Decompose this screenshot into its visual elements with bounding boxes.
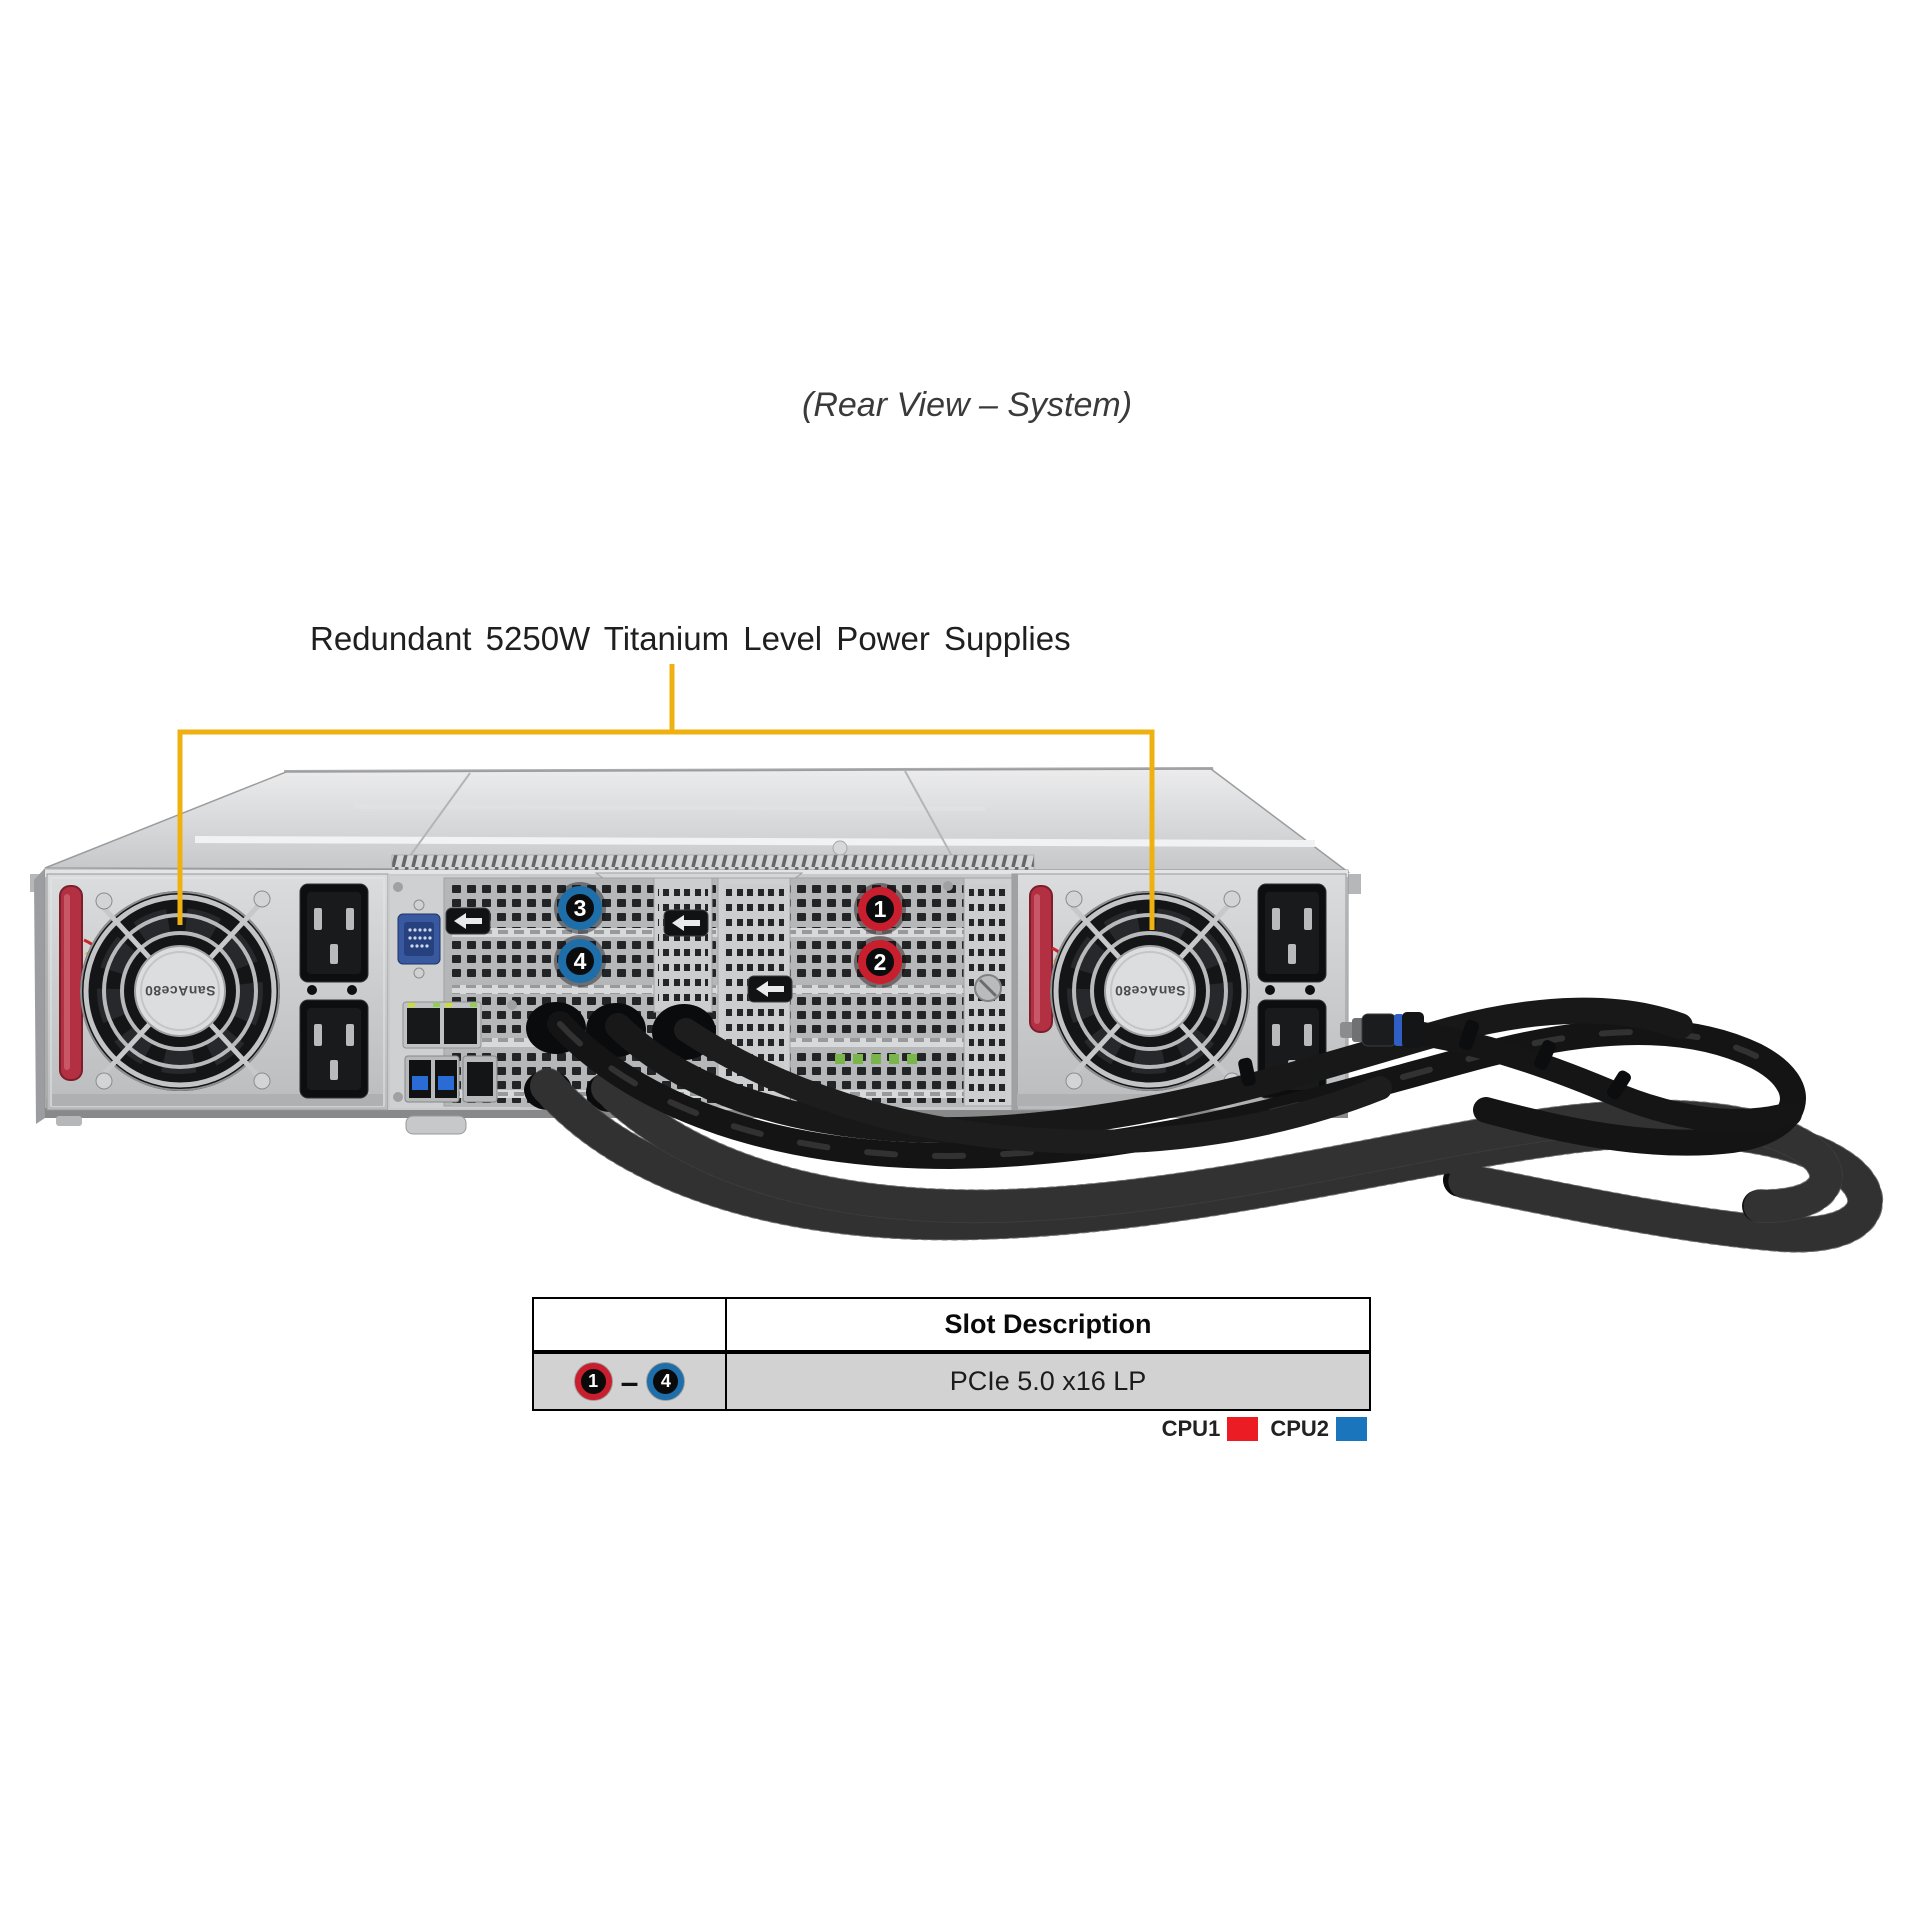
slot-description-value: PCIe 5.0 x16 LP xyxy=(949,1366,1147,1396)
screw xyxy=(1065,890,1083,908)
table-header-row: Slot Description xyxy=(534,1299,1369,1354)
screw xyxy=(95,1072,113,1090)
chassis-foot xyxy=(405,1115,467,1135)
usb-ports xyxy=(404,1055,460,1103)
screw xyxy=(253,1072,271,1090)
psu-ac-inlet-top xyxy=(1257,883,1327,983)
slot-range-cell: 1 – 4 xyxy=(534,1354,727,1409)
psu-fan: SanAce80 xyxy=(1050,890,1250,1091)
slot-range-end-badge: 4 xyxy=(647,1363,685,1400)
connector-blue-ring xyxy=(1394,1014,1404,1046)
left-arrow-icon xyxy=(454,913,482,929)
table-data-row: 1 – 4 PCIe 5.0 x16 LP xyxy=(534,1354,1369,1409)
psu-ac-inlet-top xyxy=(299,883,369,983)
screw xyxy=(253,890,271,908)
cable-connector xyxy=(1340,1012,1424,1048)
fan-hub-label: SanAce80 xyxy=(145,983,216,999)
slot-marker-3: 3 xyxy=(554,882,606,934)
slot-range-start-badge: 1 xyxy=(574,1363,612,1400)
slot-latch xyxy=(445,907,491,935)
legend-item-cpu2: CPU2 xyxy=(1270,1416,1367,1442)
status-leds xyxy=(835,1054,917,1064)
screw xyxy=(95,892,113,910)
fan-hub-label: SanAce80 xyxy=(1115,983,1186,999)
top-face-button xyxy=(832,840,848,856)
legend-label-cpu2: CPU2 xyxy=(1270,1416,1329,1441)
psu-release-lever xyxy=(1029,885,1053,1033)
top-face-ridge-2 xyxy=(355,804,985,811)
legend-item-cpu1: CPU1 xyxy=(1162,1416,1259,1442)
table-header-empty-cell xyxy=(534,1299,727,1350)
cable-clips xyxy=(1238,1019,1631,1100)
legend-swatch-cpu1 xyxy=(1227,1417,1259,1441)
slot-description-table: Slot Description 1 – 4 PCIe 5.0 x16 LP xyxy=(532,1297,1371,1411)
chassis-left-side xyxy=(34,868,45,1124)
slot-latch xyxy=(663,909,709,937)
psu-release-lever xyxy=(59,885,83,1081)
svg-text:3: 3 xyxy=(574,895,587,921)
psu-ac-inlet-bottom xyxy=(299,999,369,1099)
svg-text:1: 1 xyxy=(874,896,887,922)
chassis-right-tab xyxy=(1346,874,1361,894)
screw xyxy=(1223,890,1241,908)
smooth-cable-3 xyxy=(674,1018,1392,1154)
vga-port xyxy=(397,899,441,979)
cpu-legend: CPU1 CPU2 xyxy=(1040,1416,1367,1442)
callout-lines xyxy=(177,664,1155,930)
slot-latch xyxy=(747,975,793,1003)
rear-vent-strip xyxy=(391,854,1035,873)
screw xyxy=(1065,1072,1083,1090)
legend-label-cpu1: CPU1 xyxy=(1161,1416,1221,1441)
cables xyxy=(530,997,1884,1253)
chassis-foot xyxy=(56,1116,82,1126)
callout-label: Redundant 5250W Titanium Level Power Sup… xyxy=(310,620,1071,657)
smooth-cable-2 xyxy=(605,997,1693,1144)
psu-fan: SanAce80 xyxy=(80,890,280,1091)
slot-marker-2: 2 xyxy=(854,936,906,988)
table-header-cell: Slot Description xyxy=(727,1299,1369,1350)
figure-title: (Rear View – System) xyxy=(802,386,1133,424)
slot-description-cell: PCIe 5.0 x16 LP xyxy=(727,1354,1369,1409)
legend-swatch-cpu2 xyxy=(1336,1417,1367,1441)
top-face-ridge xyxy=(195,836,1315,847)
left-arrow-icon xyxy=(672,915,700,931)
left-power-supply: SanAce80 xyxy=(46,873,389,1111)
fan-hub xyxy=(1104,945,1196,1037)
slot-marker-1: 1 xyxy=(854,883,906,935)
left-arrow-icon xyxy=(756,981,784,997)
lan-ports xyxy=(402,1001,482,1049)
callout-bracket-line xyxy=(177,729,1155,930)
slot-description-header: Slot Description xyxy=(944,1309,1152,1339)
svg-text:4: 4 xyxy=(574,948,587,974)
fan-hub xyxy=(134,945,226,1037)
svg-text:2: 2 xyxy=(874,949,887,975)
ipmi-lan-port xyxy=(462,1055,498,1103)
slot-marker-4: 4 xyxy=(554,935,606,987)
